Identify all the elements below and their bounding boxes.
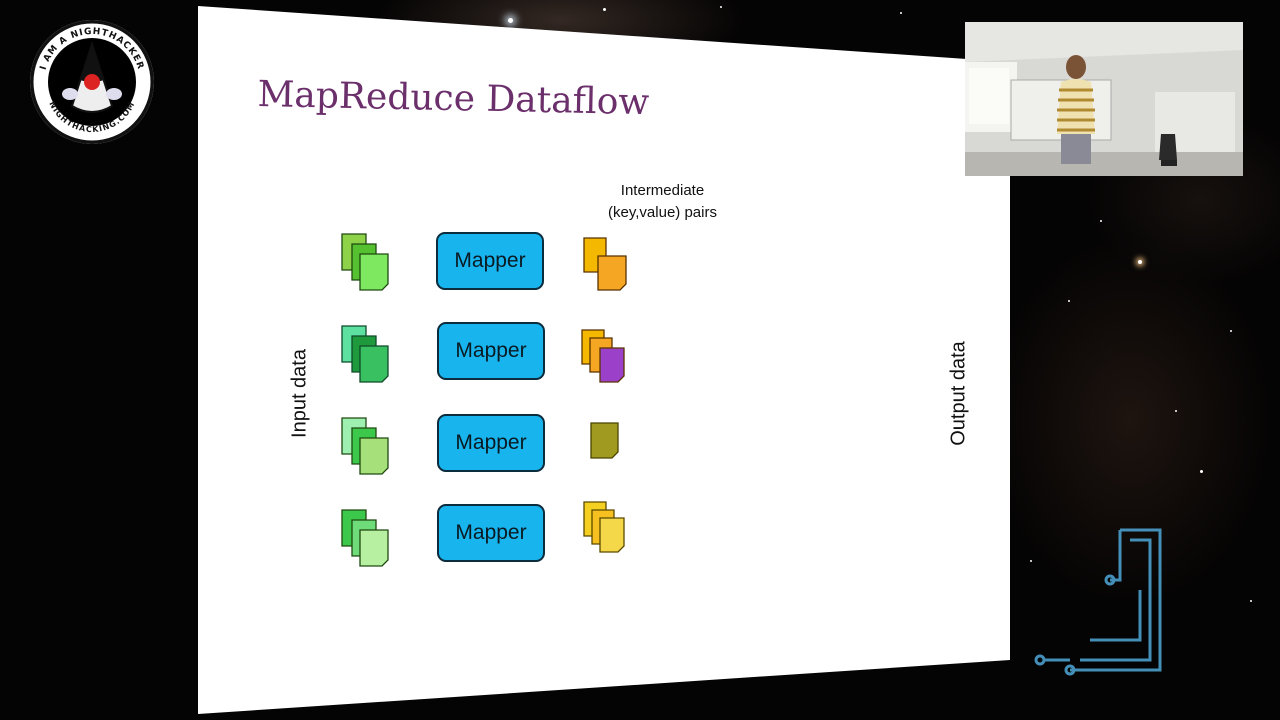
circuit-logo-icon bbox=[1034, 528, 1162, 676]
star bbox=[1230, 330, 1232, 332]
star bbox=[1138, 260, 1142, 264]
duke-mascot-icon: I AM A NIGHTHACKER NIGHTHACKING.COM bbox=[30, 20, 154, 144]
star bbox=[1100, 220, 1102, 222]
intermediate-docs-icon bbox=[590, 422, 619, 459]
input-data-label: Input data bbox=[288, 349, 311, 438]
speaker-video-icon bbox=[965, 22, 1243, 176]
star bbox=[508, 18, 513, 23]
mapper-box: Mapper bbox=[437, 504, 545, 562]
mapper-box: Mapper bbox=[437, 322, 545, 380]
input-docs-icon bbox=[341, 325, 389, 383]
mapper-box: Mapper bbox=[437, 414, 545, 472]
intermediate-docs-icon bbox=[581, 329, 625, 383]
mapper-box: Mapper bbox=[436, 232, 544, 290]
speaker-camera-inset bbox=[965, 22, 1243, 176]
intermediate-label-line1: Intermediate bbox=[620, 182, 705, 199]
star bbox=[1250, 600, 1252, 602]
star bbox=[1175, 410, 1177, 412]
input-docs-icon bbox=[341, 417, 389, 475]
intermediate-docs-icon bbox=[583, 237, 627, 291]
output-data-label: Output data bbox=[947, 341, 970, 446]
input-docs-icon bbox=[341, 233, 389, 291]
star bbox=[720, 6, 722, 8]
star bbox=[603, 8, 606, 11]
star bbox=[1030, 560, 1032, 562]
nighthacker-badge: I AM A NIGHTHACKER NIGHTHACKING.COM bbox=[30, 20, 154, 144]
star bbox=[900, 12, 902, 14]
intermediate-label-line2: (key,value) pairs bbox=[608, 204, 717, 221]
star bbox=[1200, 470, 1203, 473]
intermediate-docs-icon bbox=[583, 501, 625, 553]
intermediate-label: Intermediate (key,value) pairs bbox=[580, 180, 745, 224]
star bbox=[1068, 300, 1070, 302]
slide-title: MapReduce Dataflow bbox=[257, 74, 650, 124]
input-docs-icon bbox=[341, 509, 389, 567]
